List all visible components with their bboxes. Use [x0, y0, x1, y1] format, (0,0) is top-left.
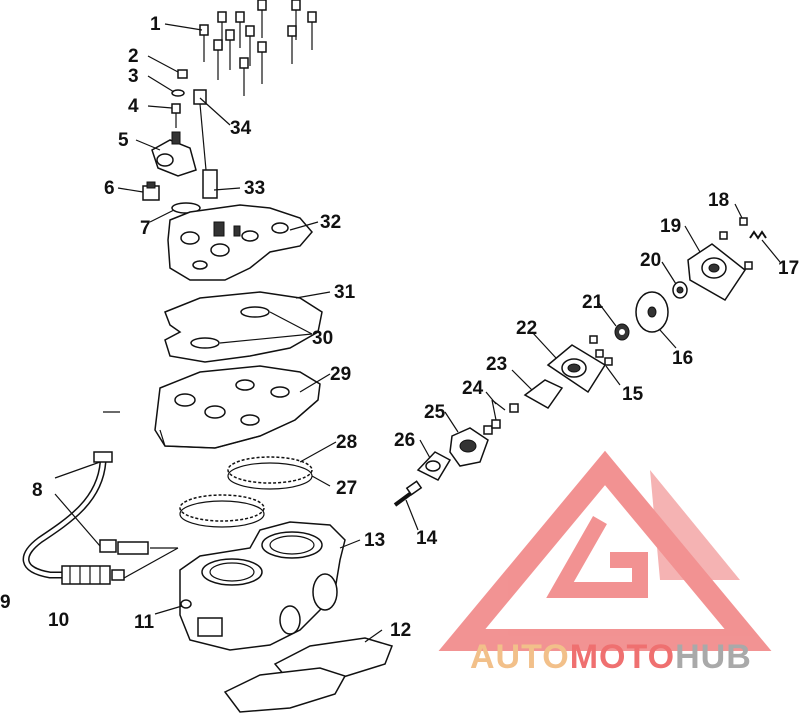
- label-7: 7: [140, 218, 151, 239]
- watermark-moto: MOTO: [570, 638, 675, 676]
- head-bolts: [199, 0, 317, 96]
- part-15-screws: [589, 335, 613, 366]
- label-3: 3: [128, 66, 139, 87]
- label-16: 16: [672, 348, 693, 369]
- label-23: 23: [486, 354, 507, 375]
- label-11: 11: [134, 612, 155, 633]
- part-25-pump-body: [449, 425, 493, 467]
- label-18: 18: [708, 190, 729, 211]
- label-31: 31: [334, 282, 356, 303]
- part-29-cylinder-cover: [154, 365, 321, 449]
- label-34: 34: [230, 118, 252, 139]
- part-11-dowel: [180, 599, 192, 609]
- label-27: 27: [336, 478, 357, 499]
- label-20: 20: [640, 250, 661, 271]
- svg-text:AUTOMOTOHUB: AUTOMOTOHUB: [470, 638, 752, 676]
- label-15: 15: [622, 384, 644, 405]
- label-29: 29: [330, 364, 351, 385]
- part-24-screws: [491, 399, 519, 429]
- label-12: 12: [390, 620, 411, 641]
- label-10: 10: [48, 610, 69, 631]
- label-24: 24: [462, 378, 484, 399]
- part-16-disc: [635, 291, 669, 333]
- leader-lines: [117, 23, 781, 643]
- part-34-rod: [193, 89, 218, 199]
- part-18-nuts: [719, 217, 753, 270]
- label-8: 8: [32, 480, 43, 501]
- label-21: 21: [582, 292, 604, 313]
- callout-labels: 1 2 3 4 5 6 7 8 9 10 11 12 13 14 15 16 1…: [0, 14, 799, 641]
- part-12-base-gaskets: [223, 637, 393, 713]
- part-6-sensor: [142, 181, 160, 201]
- part-26-gasket: [416, 451, 452, 481]
- part-19-housing: [687, 243, 747, 301]
- label-17: 17: [778, 258, 799, 279]
- label-9: 9: [0, 592, 11, 613]
- label-2: 2: [128, 46, 139, 67]
- label-19: 19: [660, 216, 681, 237]
- label-1: 1: [150, 14, 161, 35]
- small-fasteners: [171, 69, 188, 128]
- piston-rings: [179, 456, 313, 528]
- label-32: 32: [320, 212, 341, 233]
- part-20-washer: [672, 281, 688, 299]
- part-32-cylinder-head: [167, 204, 313, 281]
- part-21-bearing: [614, 323, 630, 341]
- hose-assembly: [22, 451, 179, 585]
- label-28: 28: [336, 432, 357, 453]
- part-17-spring: [749, 230, 767, 240]
- part-5-housing: [151, 131, 197, 177]
- part-14-shaft: [393, 480, 423, 507]
- label-5: 5: [118, 130, 129, 151]
- part-31-gasket: [164, 291, 323, 363]
- watermark-logo: [438, 450, 772, 651]
- label-33: 33: [244, 178, 265, 199]
- label-30: 30: [312, 328, 333, 349]
- label-14: 14: [416, 528, 438, 549]
- watermark-hub: HUB: [675, 638, 752, 676]
- label-6: 6: [104, 178, 115, 199]
- label-4: 4: [128, 96, 139, 117]
- watermark-auto: AUTO: [470, 638, 570, 676]
- label-13: 13: [364, 530, 385, 551]
- watermark-text: AUTOMOTOHUB: [470, 638, 752, 676]
- label-25: 25: [424, 402, 446, 423]
- label-22: 22: [516, 318, 537, 339]
- label-26: 26: [394, 430, 415, 451]
- part-13-cylinder-block: [179, 521, 346, 651]
- part-23-gasket: [523, 379, 564, 409]
